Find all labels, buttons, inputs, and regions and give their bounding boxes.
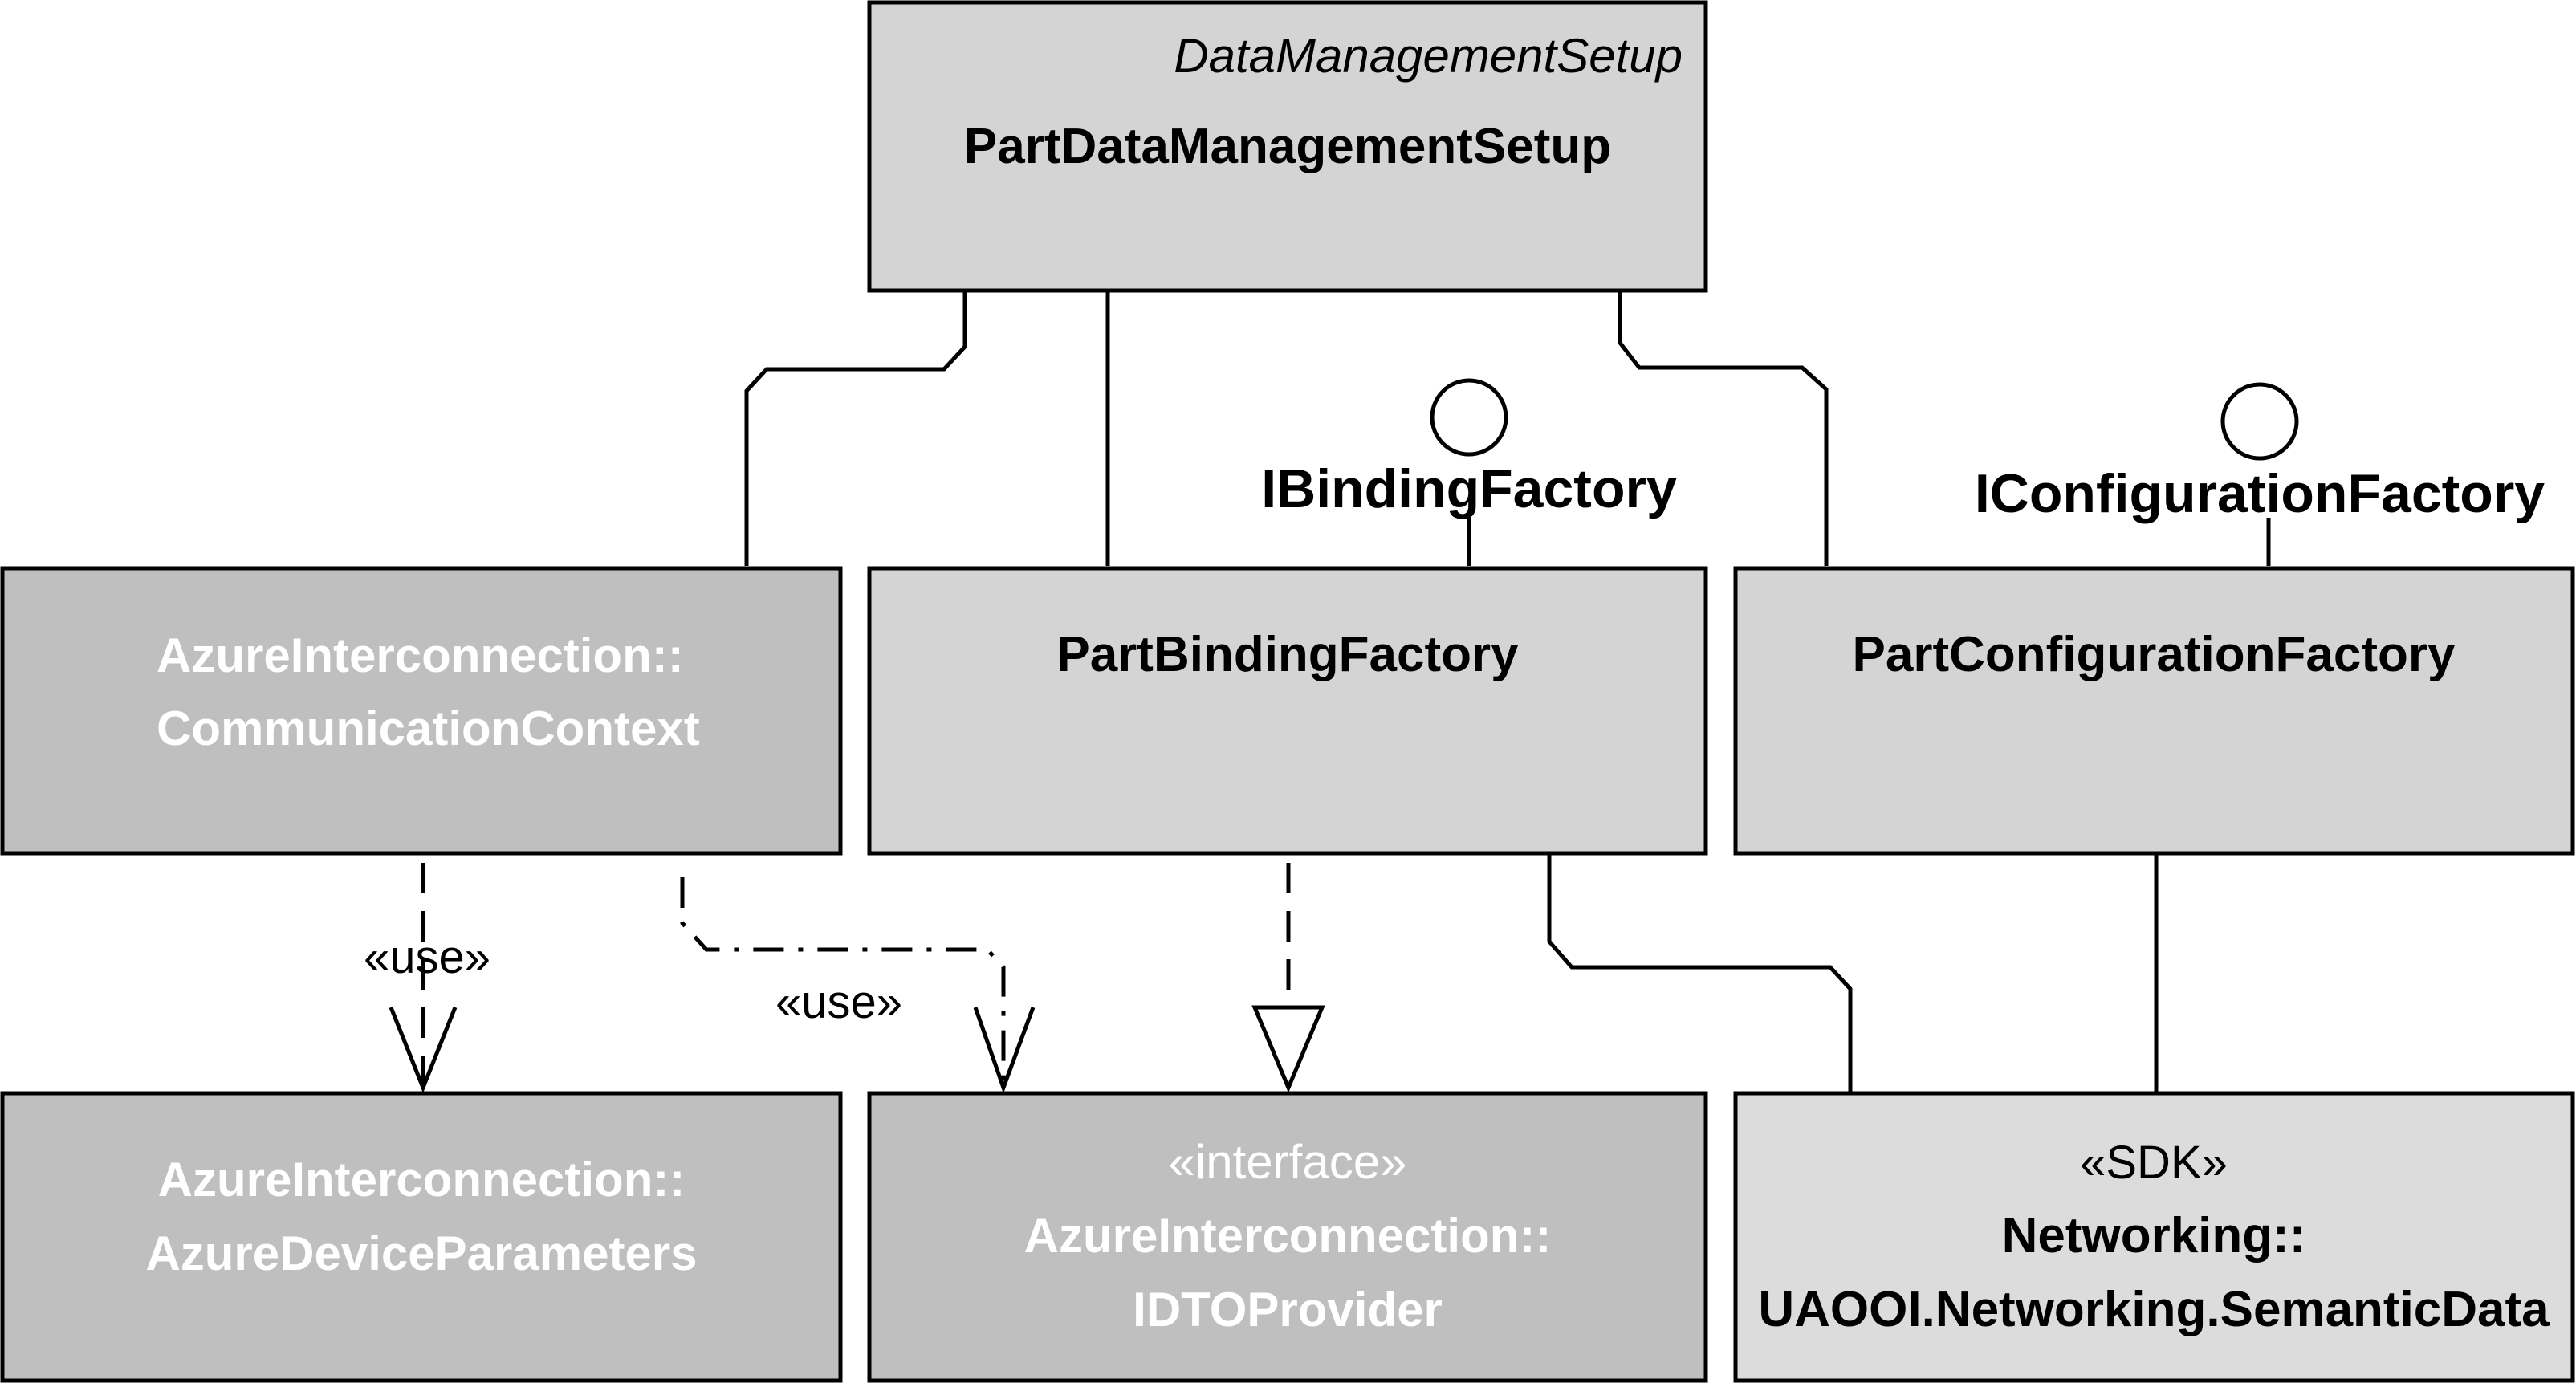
connector-binding-factory-to-semantic-data	[1547, 853, 1853, 1092]
dto-provider-stereotype: «interface»	[1169, 1135, 1407, 1189]
semantic-data-component: «SDK» Networking:: UAOOI.Networking.Sema…	[1733, 1091, 2575, 1383]
semantic-data-namespace: Networking::	[2002, 1208, 2306, 1263]
device-parameters-component: AzureInterconnection:: AzureDeviceParame…	[0, 1091, 843, 1383]
binding-factory-name: PartBindingFactory	[1056, 627, 1519, 682]
semantic-data-stereotype: «SDK»	[2080, 1137, 2228, 1189]
open-arrowhead-icon	[389, 1007, 458, 1093]
configuration-factory-interface-icon	[2220, 382, 2299, 461]
device-parameters-name: AzureDeviceParameters	[145, 1226, 697, 1280]
configuration-factory-component: PartConfigurationFactory	[1733, 566, 2575, 856]
communication-context-component: AzureInterconnection:: CommunicationCont…	[0, 566, 843, 856]
setup-component: DataManagementSetup PartDataManagementSe…	[867, 0, 1708, 293]
dto-provider-component: «interface» AzureInterconnection:: IDTOP…	[867, 1091, 1708, 1383]
realization-triangle-icon	[1251, 1005, 1325, 1093]
open-arrowhead-icon	[973, 1007, 1036, 1094]
dto-provider-name: IDTOProvider	[1133, 1283, 1443, 1336]
connector-setup-to-configuration-factory	[1618, 291, 1829, 566]
communication-context-name: CommunicationContext	[157, 702, 700, 755]
use-dependency-to-dto-provider	[680, 877, 1006, 1084]
connector-setup-to-communication-context	[744, 291, 967, 566]
binding-factory-interface-icon	[1430, 378, 1508, 457]
binding-factory-component: PartBindingFactory	[867, 566, 1708, 856]
binding-factory-interface-label: IBindingFactory	[1261, 458, 1677, 519]
setup-stereotype: DataManagementSetup	[1174, 29, 1683, 83]
use-label-device-parameters: «use»	[364, 931, 490, 983]
setup-name: PartDataManagementSetup	[964, 119, 1611, 174]
device-parameters-namespace: AzureInterconnection::	[158, 1153, 686, 1206]
configuration-factory-interface-label: IConfigurationFactory	[1975, 463, 2545, 524]
use-label-dto-provider: «use»	[775, 976, 902, 1028]
communication-context-namespace: AzureInterconnection::	[157, 628, 684, 682]
configuration-factory-name: PartConfigurationFactory	[1853, 627, 2456, 682]
semantic-data-name: UAOOI.Networking.SemanticData	[1758, 1282, 2550, 1337]
dto-provider-namespace: AzureInterconnection::	[1024, 1209, 1552, 1263]
